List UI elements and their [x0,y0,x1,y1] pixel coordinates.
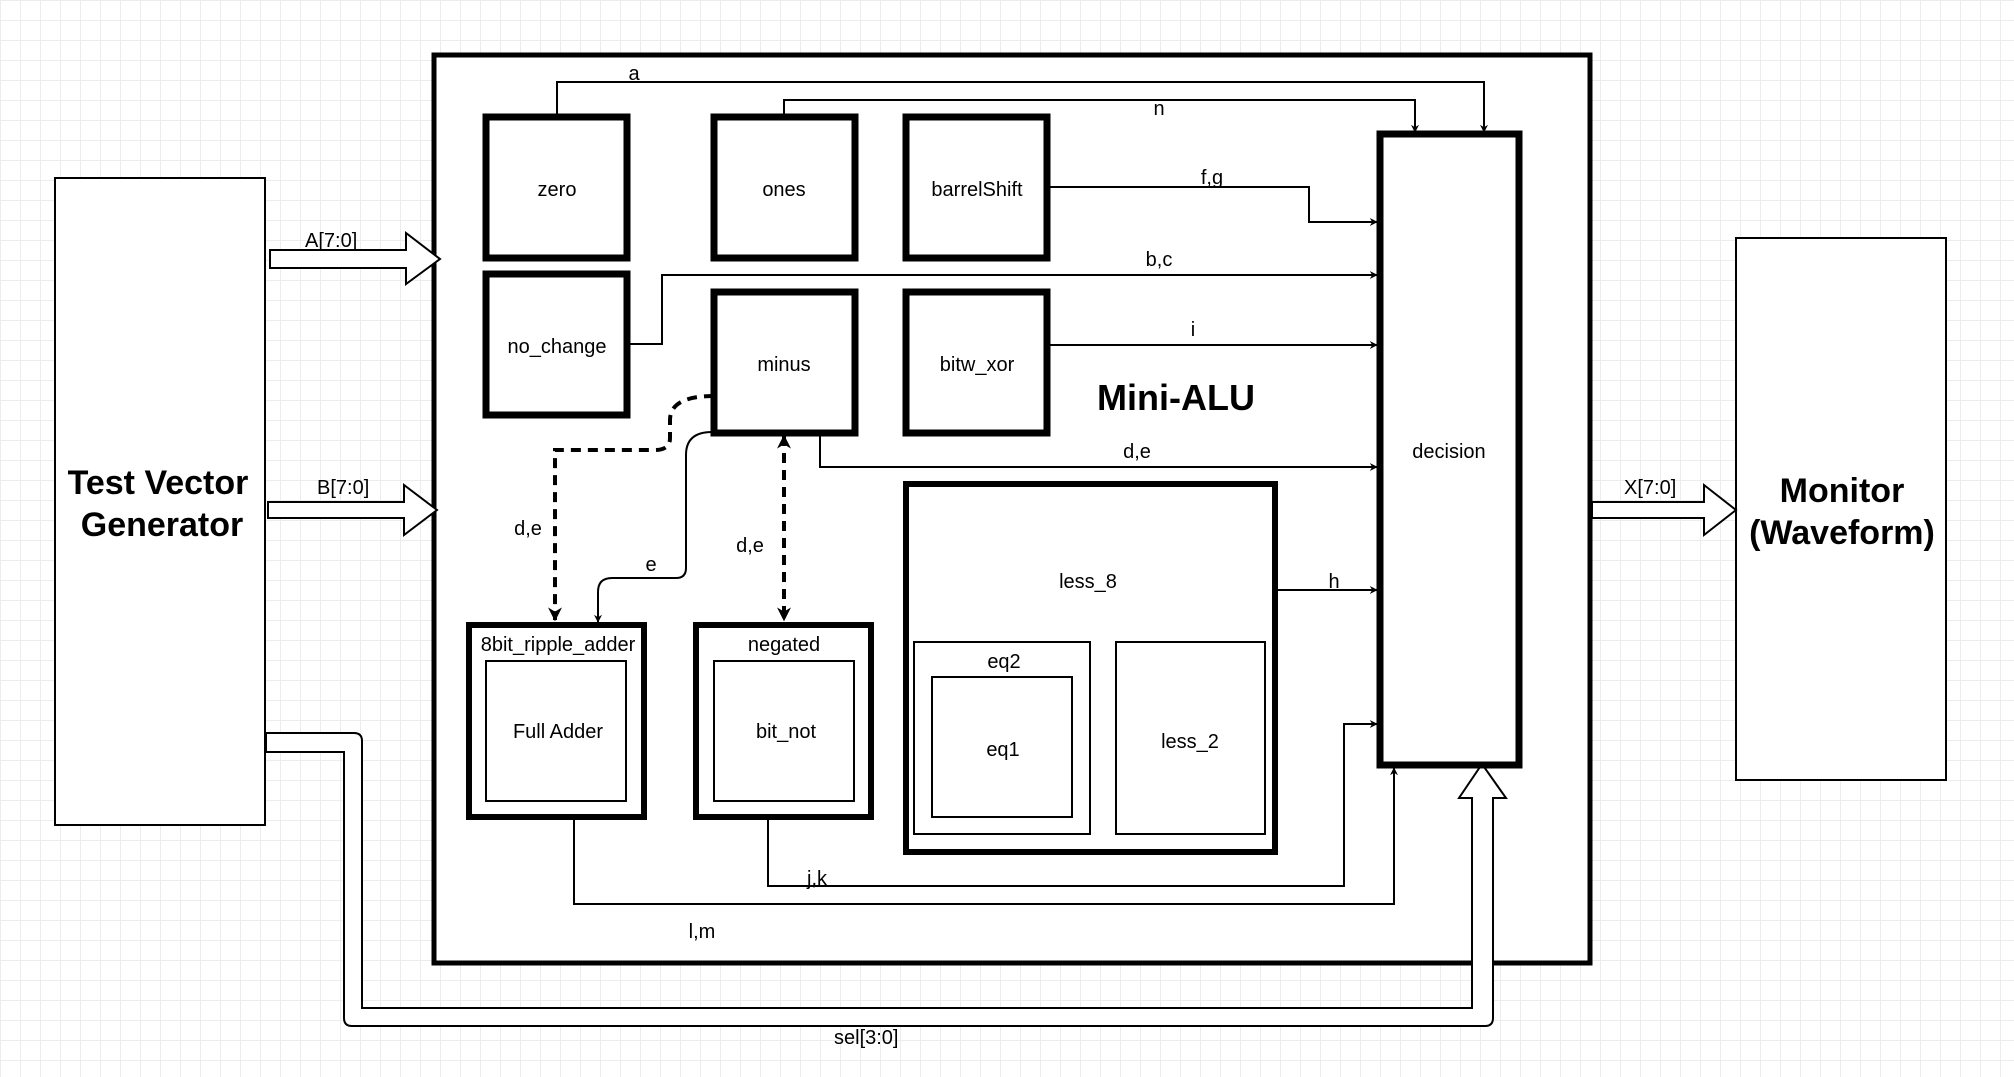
eq2-label: eq2 [987,651,1020,673]
barrelshift-block: barrelShift [902,113,1051,262]
b-bus-label: B[7:0] [317,477,369,499]
signal-e-label: e [645,554,656,576]
signal-h-label: h [1328,571,1339,593]
wire-de-left [548,394,715,622]
bitw-xor-label: bitw_xor [940,354,1015,376]
negated-label: negated [748,634,820,656]
no-change-label: no_change [508,336,607,358]
wire-a [556,81,1488,133]
ripple-adder-label: 8bit_ripple_adder [481,634,636,656]
signal-de-minus-label: d,e [1123,441,1151,463]
eq1-label: eq1 [986,739,1019,761]
barrelshift-label: barrelShift [931,179,1023,201]
a-bus-label: A[7:0] [305,230,357,252]
wire-fg [1050,186,1378,226]
zero-label: zero [538,179,577,201]
x-bus-arrow [1591,482,1738,538]
less-8-label: less_8 [1059,571,1117,593]
test-vector-generator: Test Vector Generator [54,177,266,826]
wire-lm [573,767,1398,905]
minus-label: minus [757,354,810,376]
signal-de-mid-label: d,e [736,535,764,557]
b-bus-arrow [267,482,439,538]
wire-de-minus [819,436,1378,471]
signal-lm-label: l,m [689,921,716,943]
wire-n [783,99,1419,133]
bit-not-label: bit_not [756,721,816,743]
less-8-block: less_8 eq2 eq1 less_2 [903,481,1278,855]
tvg-label-line1: Test Vector [68,464,249,502]
monitor-label-line1: Monitor [1780,472,1905,510]
sel-bus-label: sel[3:0] [834,1027,898,1049]
bitw-xor-block: bitw_xor [902,288,1051,437]
x-bus-label: X[7:0] [1624,477,1676,499]
signal-jk-label: j,k [806,868,828,890]
monitor-waveform: Monitor (Waveform) [1735,237,1947,781]
no-change-block: no_change [482,270,631,419]
wire-bc [630,271,1378,345]
ripple-adder-block: 8bit_ripple_adder Full Adder [466,622,647,820]
monitor-label-line2: (Waveform) [1749,514,1935,552]
signal-de-left-label: d,e [514,518,542,540]
wire-jk [767,720,1378,887]
decision-label: decision [1412,441,1485,463]
signal-n-label: n [1153,98,1164,120]
signal-bc-label: b,c [1146,249,1173,271]
negated-block: negated bit_not [693,622,874,820]
sel-bus-arrow [265,732,1508,1027]
minus-block: minus [710,288,859,437]
ones-block: ones [710,113,859,262]
decision-block: decision [1376,130,1523,769]
tvg-label-line2: Generator [81,506,244,544]
full-adder-label: Full Adder [513,721,603,743]
signal-a-label: a [628,63,640,85]
signal-fg-label: f,g [1201,167,1223,189]
zero-block: zero [482,113,631,262]
ones-label: ones [762,179,805,201]
mini-alu-title: Mini-ALU [1097,377,1255,418]
signal-i-label: i [1191,319,1195,341]
less-2-label: less_2 [1161,731,1219,753]
a-bus-arrow [269,230,442,286]
wire-e [594,431,713,623]
